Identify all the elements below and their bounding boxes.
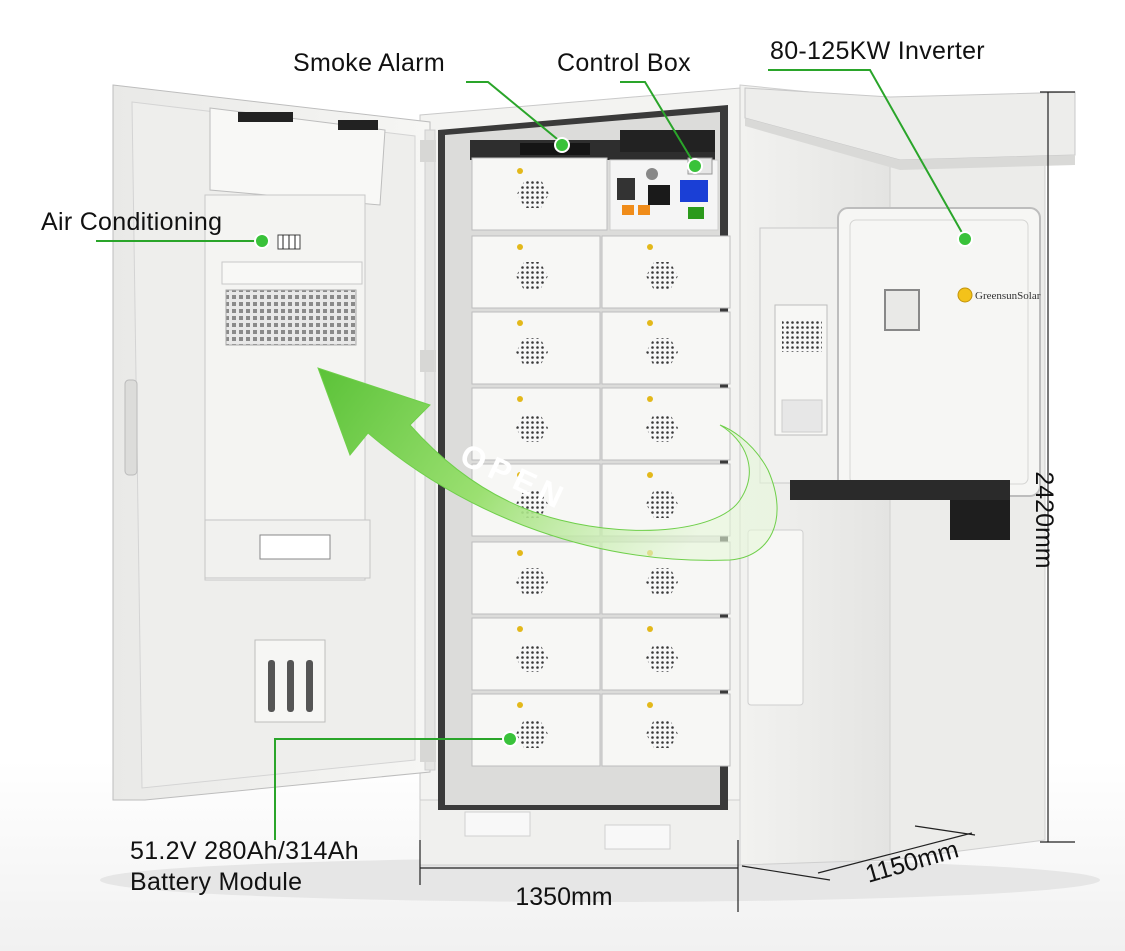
callout-line-battery — [274, 738, 510, 840]
callout-line-control — [620, 81, 696, 166]
battery-vent — [646, 568, 678, 596]
inverter-body — [837, 207, 1041, 497]
callout-lines — [96, 69, 966, 840]
battery-vent — [516, 644, 548, 672]
battery-logo — [647, 472, 653, 478]
battery-logo — [517, 320, 523, 326]
battery-module — [601, 311, 731, 385]
battery-module — [471, 693, 601, 767]
battery-module-text: Battery Module — [130, 868, 303, 896]
battery-vent — [516, 262, 548, 290]
inverter-assembly: GreensunSolar — [759, 207, 1041, 540]
battery-spec-text: 51.2V 280Ah/314Ah — [130, 837, 359, 865]
open-door — [112, 84, 436, 801]
air-conditioning-label: Air Conditioning — [41, 208, 223, 236]
battery-module — [471, 235, 601, 309]
battery-vent — [516, 338, 548, 366]
callout-dot — [687, 158, 703, 174]
callout-dot — [502, 731, 518, 747]
battery-rack — [471, 157, 731, 767]
callout-dots — [254, 137, 973, 747]
battery-vent — [646, 720, 678, 748]
battery-logo — [517, 472, 523, 478]
smoke-alarm-unit — [520, 143, 590, 155]
battery-module — [601, 693, 731, 767]
inverter-label: 80-125KW Inverter — [770, 37, 985, 65]
door-latch — [124, 379, 138, 476]
callout-dot — [254, 233, 270, 249]
battery-module — [471, 617, 601, 691]
battery-vent — [646, 262, 678, 290]
width-dimension-label: 1350mm — [515, 883, 613, 911]
callout-line-smoke — [466, 81, 563, 144]
battery-module — [471, 157, 608, 231]
document-holder — [254, 639, 326, 723]
battery-module-label: 51.2V 280Ah/314Ah Battery Module — [130, 836, 359, 898]
control-display — [680, 180, 708, 202]
battery-logo — [517, 396, 523, 402]
callout-dot — [957, 231, 973, 247]
battery-logo — [647, 320, 653, 326]
battery-module — [601, 387, 731, 461]
battery-logo — [517, 702, 523, 708]
callout-dot — [554, 137, 570, 153]
battery-logo — [647, 626, 653, 632]
battery-vent — [516, 568, 548, 596]
ac-grille — [225, 289, 357, 346]
battery-vent — [516, 414, 548, 442]
battery-module — [471, 311, 601, 385]
ac-top-cover — [209, 107, 386, 206]
callout-line-inverter — [768, 69, 966, 239]
battery-module — [471, 541, 601, 615]
height-dimension-label: 2420mm — [1030, 471, 1058, 569]
battery-vent — [646, 414, 678, 442]
battery-vent — [646, 490, 678, 518]
battery-logo — [647, 396, 653, 402]
side-access-panel — [747, 529, 804, 706]
base-vent — [604, 824, 671, 850]
floor-shadow — [100, 858, 1100, 902]
depth-dimension-line — [817, 832, 973, 874]
battery-logo — [517, 244, 523, 250]
smoke-alarm-label: Smoke Alarm — [293, 49, 445, 77]
inverter-screen — [884, 289, 920, 331]
base-vent — [464, 811, 531, 837]
brand-logo-mark — [957, 287, 973, 303]
battery-module — [601, 617, 731, 691]
battery-logo — [517, 626, 523, 632]
battery-logo — [647, 702, 653, 708]
battery-module — [601, 235, 731, 309]
battery-vent — [516, 720, 548, 748]
control-box-label: Control Box — [557, 49, 691, 77]
battery-vent — [646, 338, 678, 366]
brand-logo-text: GreensunSolar — [975, 290, 1041, 302]
battery-logo — [647, 244, 653, 250]
battery-vent — [646, 644, 678, 672]
dimension-lines — [419, 91, 1075, 912]
battery-logo — [517, 550, 523, 556]
battery-module — [471, 387, 601, 461]
